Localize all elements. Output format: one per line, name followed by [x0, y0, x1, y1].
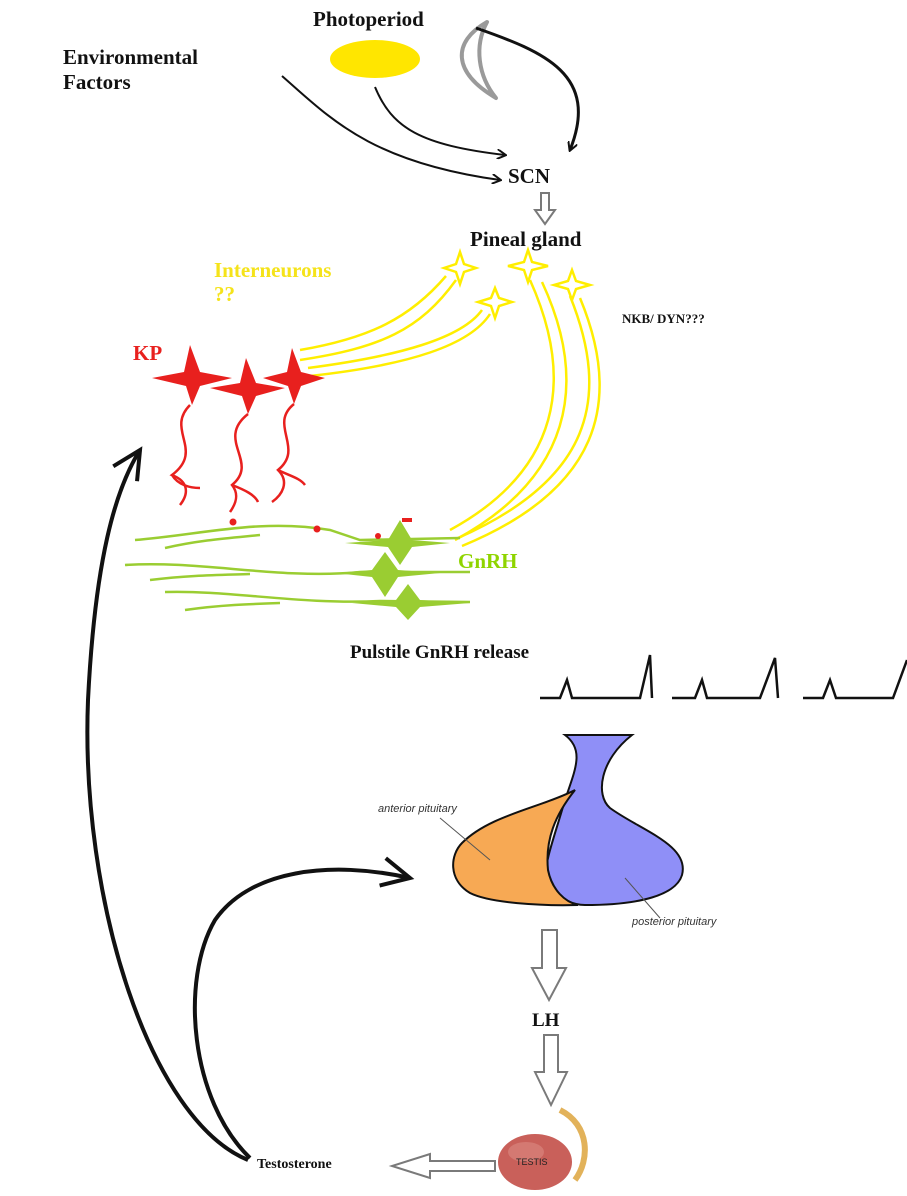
nkb-dyn-label: NKB/ DYN??? [622, 312, 705, 326]
environmental-factors-label-line1: Environmental [63, 46, 198, 68]
posterior-pituitary-label: posterior pituitary [632, 916, 716, 928]
pineal-gland-label: Pineal gland [470, 228, 581, 250]
testosterone-label: Testosterone [257, 1158, 332, 1173]
testis-label: TESTIS [516, 1157, 548, 1167]
arrow-environment-to-scn [282, 76, 500, 180]
pulse-wave-icon [540, 655, 907, 698]
anterior-pituitary-label: anterior pituitary [378, 803, 457, 815]
arrow-sun-to-scn [375, 87, 505, 155]
hollow-arrow-lh-to-testis [535, 1035, 567, 1105]
testis-icon [498, 1110, 585, 1190]
hollow-arrow-pituitary-to-lh [532, 930, 566, 1000]
gnrh-neuron-icon [125, 518, 470, 620]
photoperiod-label: Photoperiod [313, 8, 424, 30]
interneurons-label-line2: ?? [214, 283, 235, 305]
interneuron-star-icon [444, 250, 590, 318]
interneurons-label-line1: Interneurons [214, 259, 331, 281]
sun-icon [330, 40, 420, 78]
scn-label: SCN [508, 165, 550, 187]
feedback-arrow-to-pituitary [195, 870, 410, 1158]
interneuron-axons [300, 276, 600, 546]
pituitary-icon [440, 735, 683, 918]
feedback-arrow-to-kp [87, 450, 248, 1160]
lh-label: LH [532, 1011, 559, 1031]
pulsatile-release-label: Pulstile GnRH release [350, 643, 529, 663]
kp-label: KP [133, 342, 162, 364]
kp-neuron-icon [152, 345, 325, 512]
hollow-arrow-scn-to-pineal [535, 193, 555, 224]
hollow-arrow-testis-to-testosterone [392, 1154, 495, 1178]
gnrh-label: GnRH [458, 550, 518, 572]
environmental-factors-label-line2: Factors [63, 71, 131, 93]
